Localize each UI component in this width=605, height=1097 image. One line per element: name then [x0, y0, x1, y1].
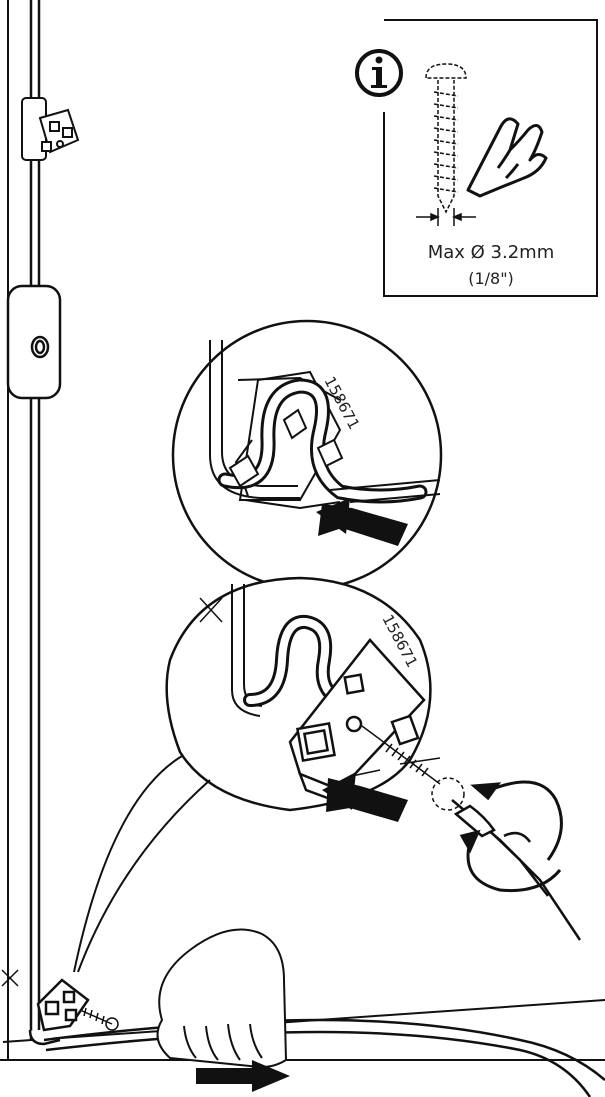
info-box: Max Ø 3.2mm (1/8")	[355, 19, 598, 297]
push-arrow-icon-middle	[322, 772, 408, 822]
detail-view-cable-routing: 158671	[171, 319, 443, 591]
screw-max-diameter-inch-label: (1/8")	[468, 269, 514, 288]
horizontal-cable	[43, 1018, 605, 1097]
screw-icon	[361, 725, 465, 811]
screw-max-diameter-label: Max Ø 3.2mm	[428, 242, 555, 263]
hand-pointing-icon	[466, 117, 548, 198]
pull-arrow-icon	[196, 1060, 290, 1092]
diameter-dimension-arrows	[416, 208, 476, 226]
vertical-cable	[29, 0, 41, 1040]
screwdriver-icon	[451, 799, 582, 941]
cross-mark-icon-bottom	[1, 969, 19, 987]
screw-size-icon	[425, 63, 467, 214]
info-icon	[355, 49, 403, 97]
cable-clip-detail	[288, 638, 426, 807]
rotate-clockwise-arrow-icon	[459, 780, 563, 893]
cable-clip-top	[21, 97, 80, 161]
screw-icon-bottom	[79, 1007, 119, 1031]
cable-clip-bottom	[28, 978, 90, 1046]
hand-icon	[156, 928, 287, 1069]
inline-switch	[6, 284, 62, 400]
cross-mark-icon	[199, 597, 223, 623]
detail-view-clip-screwing: 158671	[73, 576, 441, 973]
push-arrow-icon-top	[316, 498, 408, 546]
